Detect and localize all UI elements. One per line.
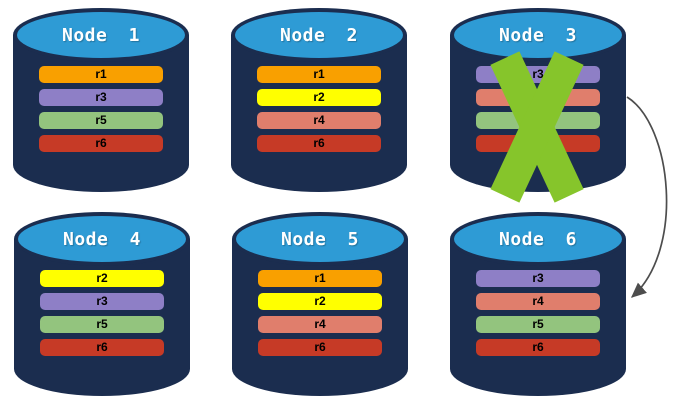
node-title: Node 3 bbox=[498, 24, 578, 46]
replica-bars: r3 r4 r5 r6 bbox=[476, 270, 600, 362]
cylinder-top-face: Node 1 bbox=[17, 12, 185, 58]
cylinder-top-face: Node 6 bbox=[454, 216, 622, 262]
replica-bar-r4: r4 bbox=[476, 293, 600, 310]
cylinder-top-face: Node 5 bbox=[236, 216, 404, 262]
node-4: Node 4 r2 r3 r5 r6 bbox=[14, 212, 190, 396]
replica-bar-r6: r6 bbox=[257, 135, 381, 152]
replica-bar-r4: r4 bbox=[258, 316, 382, 333]
replica-bar-r6: r6 bbox=[476, 339, 600, 356]
replica-bar-r3: r3 bbox=[476, 270, 600, 287]
node-6: Node 6 r3 r4 r5 r6 bbox=[450, 212, 626, 396]
replica-bar-r5: r5 bbox=[476, 316, 600, 333]
replica-bar-r1: r1 bbox=[258, 270, 382, 287]
replica-bar-r6: r6 bbox=[40, 339, 164, 356]
replica-bar-r1: r1 bbox=[257, 66, 381, 83]
cylinder-top-face: Node 4 bbox=[18, 216, 186, 262]
cylinder-top-face: Node 3 bbox=[454, 12, 622, 58]
replica-bar-r2: r2 bbox=[258, 293, 382, 310]
node-title: Node 2 bbox=[279, 24, 359, 46]
node-5: Node 5 r1 r2 r4 r6 bbox=[232, 212, 408, 396]
replica-bar-r3: r3 bbox=[39, 89, 163, 106]
node-title: Node 4 bbox=[62, 228, 142, 250]
replica-bar-r6: r6 bbox=[258, 339, 382, 356]
node-title: Node 5 bbox=[280, 228, 360, 250]
replica-bar-r5: r5 bbox=[40, 316, 164, 333]
replica-bars: r1 r2 r4 r6 bbox=[258, 270, 382, 362]
replica-bars: r1 r3 r5 r6 bbox=[39, 66, 163, 158]
node-title: Node 1 bbox=[61, 24, 141, 46]
replica-bar-r4: r4 bbox=[257, 112, 381, 129]
replica-bars: r1 r2 r4 r6 bbox=[257, 66, 381, 158]
failover-arrow-path bbox=[626, 96, 668, 298]
replica-bar-r6: r6 bbox=[39, 135, 163, 152]
cylinder-top-face: Node 2 bbox=[235, 12, 403, 58]
node-1: Node 1 r1 r3 r5 r6 bbox=[13, 8, 189, 192]
replica-bar-r2: r2 bbox=[40, 270, 164, 287]
replica-bars: r2 r3 r5 r6 bbox=[40, 270, 164, 362]
node-title: Node 6 bbox=[498, 228, 578, 250]
replica-bar-r5: r5 bbox=[39, 112, 163, 129]
replica-bar-r2: r2 bbox=[257, 89, 381, 106]
replica-bar-r3: r3 bbox=[40, 293, 164, 310]
replica-bar-r1: r1 bbox=[39, 66, 163, 83]
node-2: Node 2 r1 r2 r4 r6 bbox=[231, 8, 407, 192]
failure-x-icon bbox=[487, 51, 587, 203]
